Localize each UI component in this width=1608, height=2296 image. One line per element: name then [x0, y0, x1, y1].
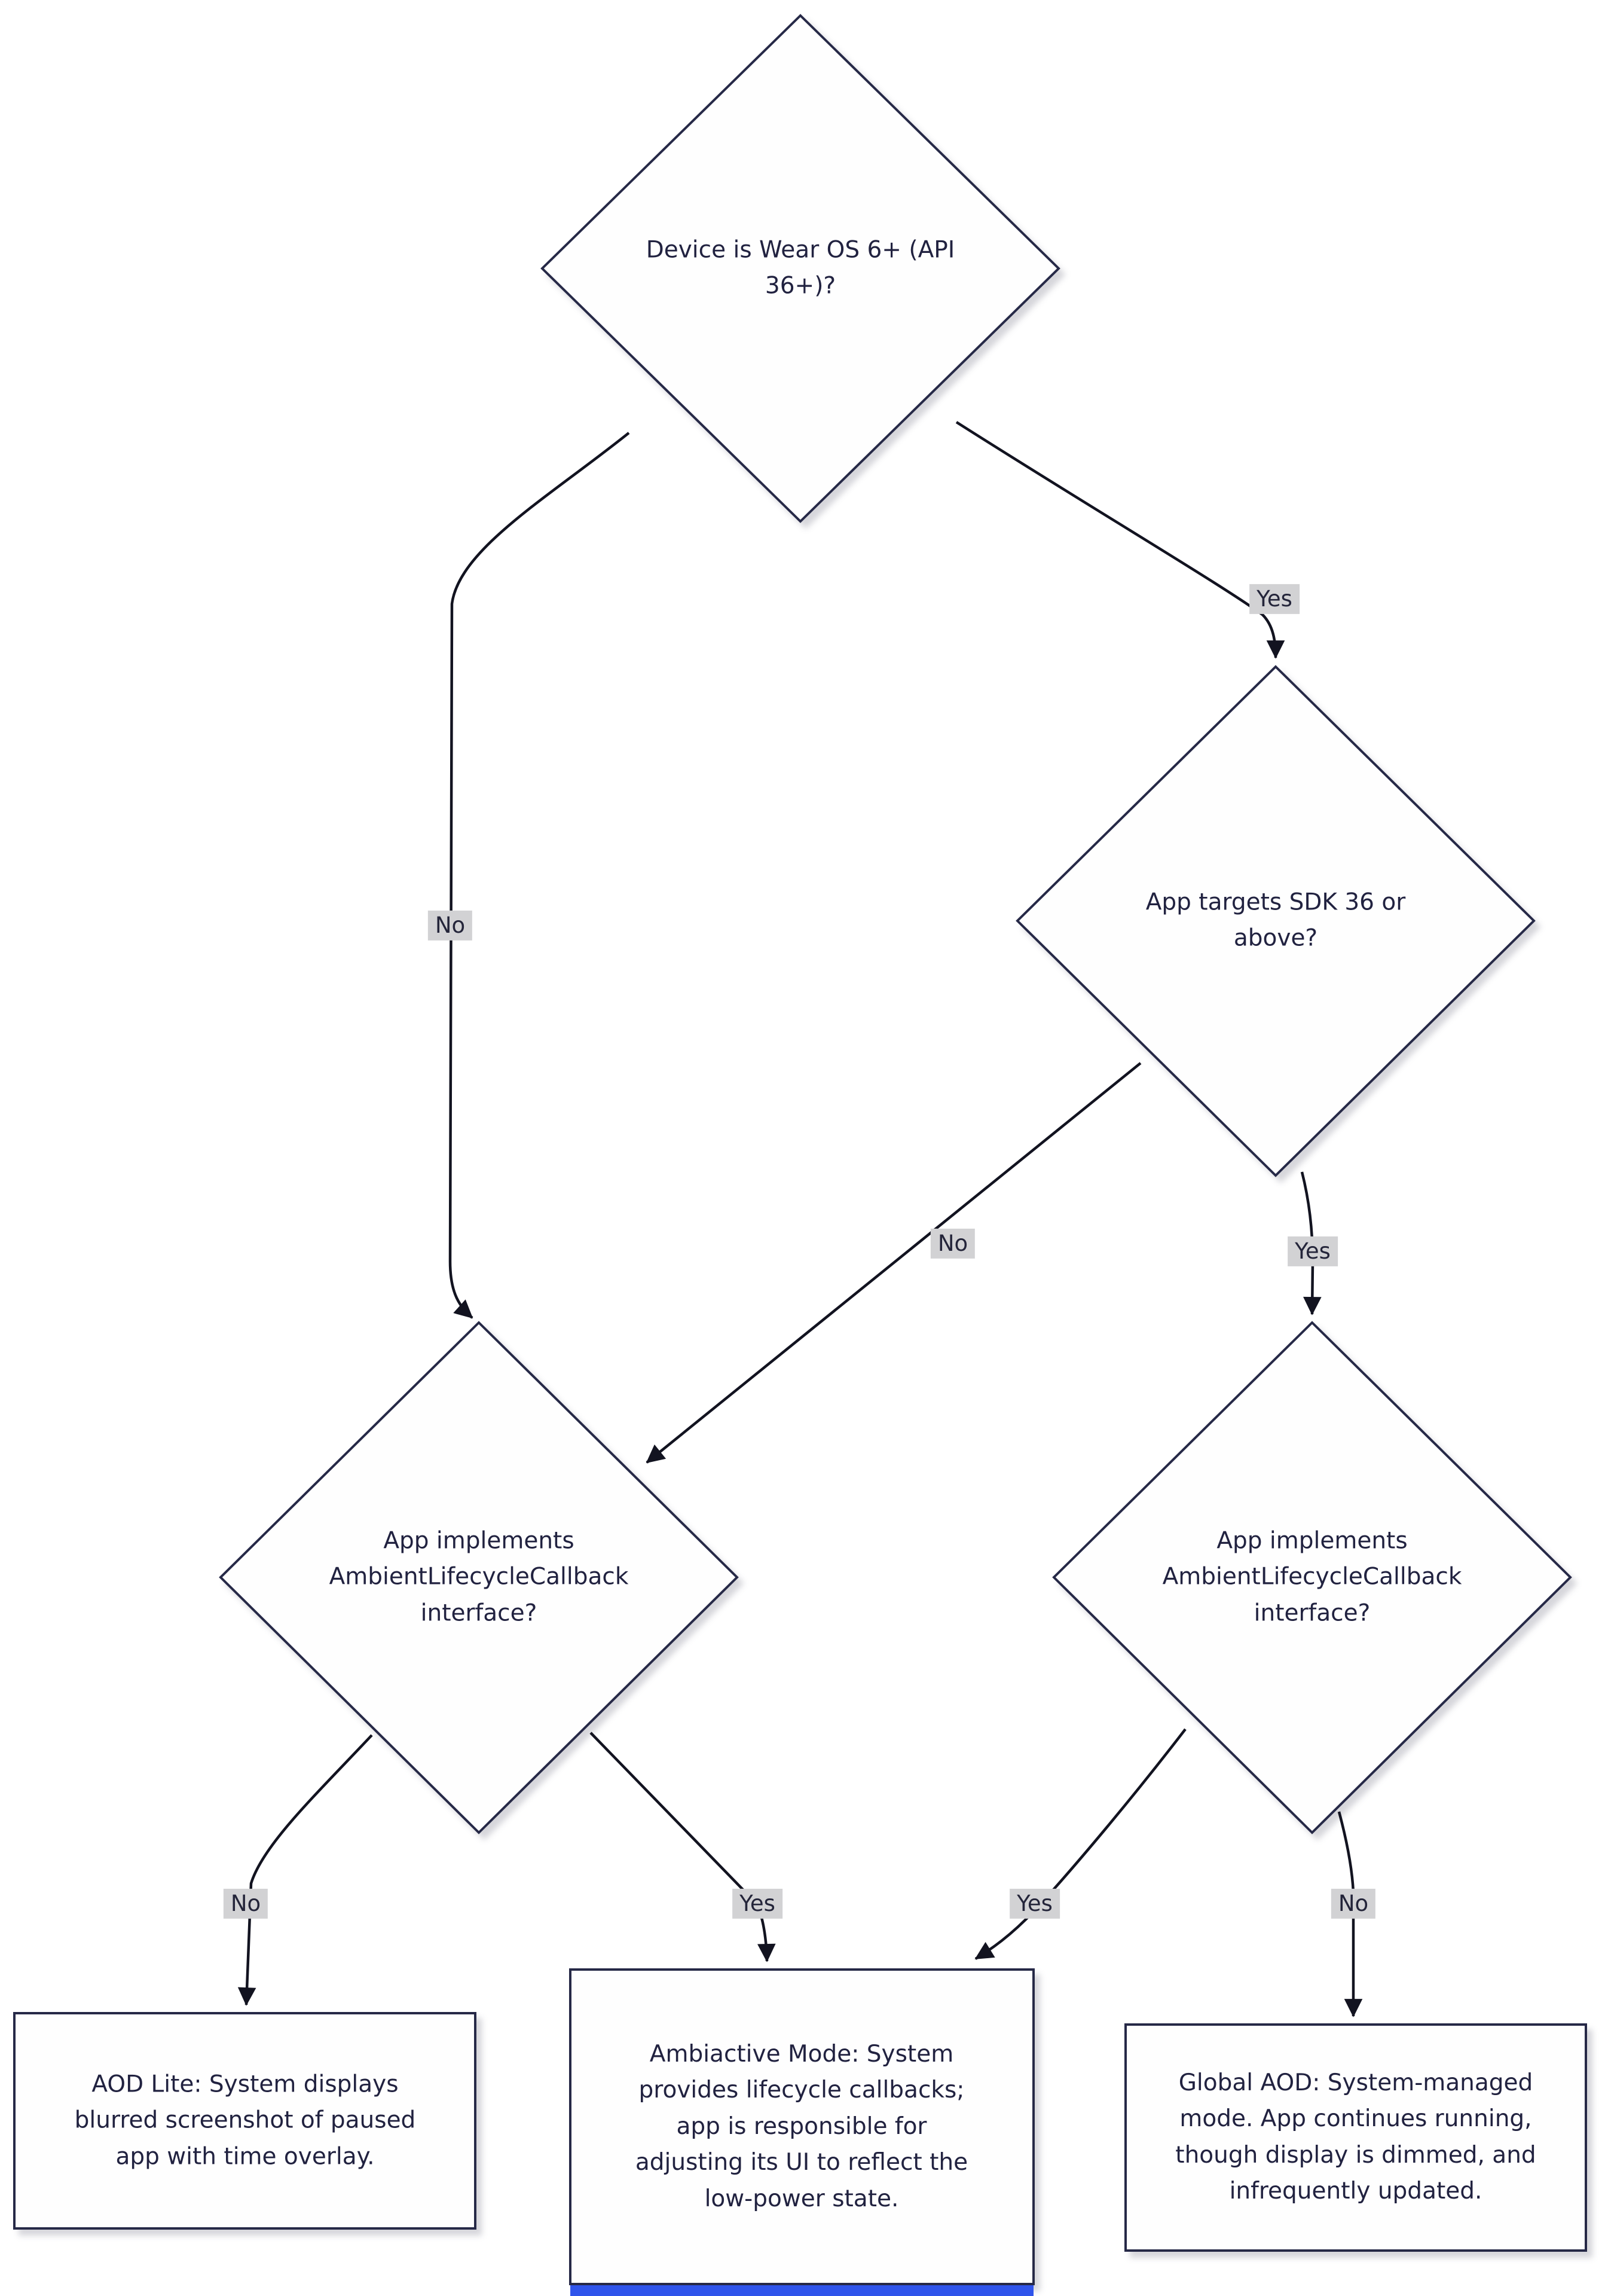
result-box-global-aod: [1124, 2023, 1587, 2252]
edge-label-ambient-right-yes: Yes: [1010, 1888, 1060, 1919]
edge-ambient-left-yes-to-ambiactive: [589, 1732, 776, 1962]
node-label-ambiactive-mode: Ambiactive Mode: System provides lifecyc…: [635, 2040, 968, 2212]
result-box-aod-lite: [13, 2012, 476, 2230]
result-box-ambiactive-mode: [569, 1968, 1035, 2285]
edge-device-no-to-ambient-left: [448, 432, 630, 1319]
node-label-aod-lite: AOD Lite: System displays blurred screen…: [74, 2071, 416, 2170]
node-label-ambient-callback-left: App implements AmbientLifecycleCallback …: [329, 1527, 629, 1627]
node-label-device-wearos: Device is Wear OS 6+ (API 36+)?: [646, 236, 955, 300]
decision-diamond-ambient-callback-left: [219, 1321, 739, 1834]
edge-label-sdk-yes: Yes: [1288, 1236, 1338, 1267]
edge-sdk-no-to-ambient-left: [646, 1062, 1142, 1464]
node-label-global-aod: Global AOD: System-managed mode. App con…: [1175, 2069, 1536, 2205]
decision-diamond-sdk-target: [1016, 665, 1536, 1177]
decision-diamond-device-wearos: [540, 14, 1060, 523]
node-label-sdk-target: App targets SDK 36 or above?: [1145, 889, 1406, 952]
edge-label-device-yes: Yes: [1249, 584, 1300, 615]
decision-diamond-ambient-callback-right: [1052, 1321, 1572, 1834]
edge-ambient-left-no-to-aod-lite: [237, 1734, 373, 2006]
edge-label-ambient-right-no: No: [1331, 1888, 1376, 1919]
node-label-ambient-callback-right: App implements AmbientLifecycleCallback …: [1162, 1527, 1462, 1627]
bottom-accent-bar: [570, 2285, 1034, 2296]
edge-device-yes-to-sdk: [955, 421, 1285, 659]
edge-ambient-right-yes-to-ambiactive: [974, 1728, 1187, 1960]
edge-label-ambient-left-no: No: [223, 1888, 268, 1919]
edge-label-sdk-no: No: [930, 1228, 976, 1259]
edge-label-ambient-left-yes: Yes: [732, 1888, 782, 1919]
edge-label-device-no: No: [427, 910, 473, 941]
